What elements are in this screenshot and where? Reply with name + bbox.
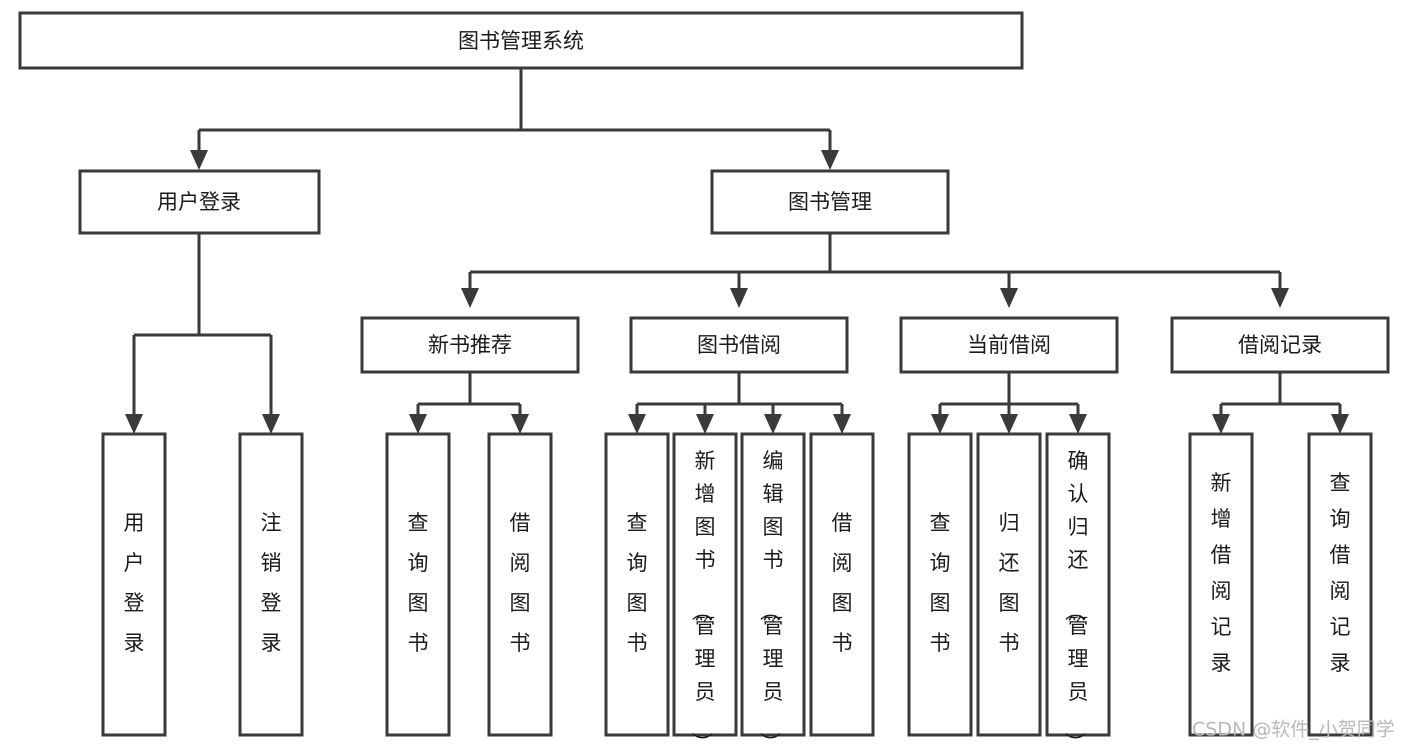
node-book-management[interactable]: 图书管理 (710, 169, 950, 235)
leaf-logout[interactable]: 注销登录 (238, 432, 304, 737)
leaf-add-book-admin-label: 新增图书（管理员） (690, 449, 716, 747)
node-book-management-label: 图书管理 (788, 190, 872, 214)
node-borrow-record-box[interactable] (1170, 316, 1390, 374)
node-root-system[interactable]: 图书管理系统 (18, 11, 1024, 70)
leaf-query-book-newbook-box[interactable] (385, 432, 451, 737)
node-root-system-box[interactable] (18, 11, 1024, 70)
node-borrow-record-label: 借阅记录 (1238, 333, 1322, 357)
arrow-to-add-record-br (1212, 414, 1230, 434)
leaf-borrow-book-newbook-box[interactable] (487, 432, 553, 737)
leaf-query-borrow-record-box[interactable] (1307, 432, 1373, 737)
leaf-return-book[interactable]: 归还图书 (976, 432, 1042, 737)
leaf-query-borrow-record[interactable]: 查询借阅记录 (1307, 432, 1373, 737)
csdn-watermark: CSDN @软件_小贺同学 (1192, 719, 1395, 741)
leaf-query-book-newbook[interactable]: 查询图书 (385, 432, 451, 737)
node-current-borrow-box[interactable] (899, 316, 1119, 374)
leaf-confirm-return-admin-box[interactable] (1045, 432, 1111, 737)
node-book-management-box[interactable] (710, 169, 950, 235)
leaf-logout-box[interactable] (238, 432, 304, 737)
leaf-query-borrow-record-label: 查询借阅记录 (1330, 471, 1351, 675)
arrow-to-query-book-cb (931, 414, 949, 434)
connector-group-borrow (628, 372, 851, 434)
leaf-confirm-return-admin-label: 确认归还（管理员） (1063, 449, 1089, 747)
leaf-borrow-book-borrow-label: 借阅图书 (832, 511, 853, 655)
leaf-edit-book-admin[interactable]: 编辑图书（管理员） (740, 432, 806, 747)
leaf-user-login[interactable]: 用户登录 (101, 432, 167, 737)
leaf-user-login-box[interactable] (101, 432, 167, 737)
leaf-add-borrow-record[interactable]: 新增借阅记录 (1188, 432, 1254, 737)
node-current-borrow-label: 当前借阅 (967, 333, 1051, 357)
arrow-to-logout-leaf (262, 414, 280, 434)
node-user-login-label: 用户登录 (157, 190, 241, 214)
connector-group-root (190, 68, 839, 170)
arrow-to-add-book-bb (696, 414, 714, 434)
leaf-borrow-book-borrow-box[interactable] (809, 432, 875, 737)
connector-group-user-login (125, 233, 280, 434)
node-user-login-box[interactable] (78, 169, 321, 235)
leaf-add-book-admin-box[interactable] (672, 432, 738, 737)
leaf-query-book-newbook-label: 查询图书 (408, 511, 429, 655)
leaf-edit-book-admin-label: 编辑图书（管理员） (758, 449, 784, 747)
node-borrow-record[interactable]: 借阅记录 (1170, 316, 1390, 374)
arrow-to-newbook (461, 288, 479, 308)
node-current-borrow[interactable]: 当前借阅 (899, 316, 1119, 374)
arrow-to-edit-book-bb (764, 414, 782, 434)
node-book-borrow-label: 图书借阅 (697, 333, 781, 357)
leaf-query-book-current-box[interactable] (907, 432, 973, 737)
leaf-edit-book-admin-box[interactable] (740, 432, 806, 737)
node-new-book-recommend-box[interactable] (360, 316, 580, 374)
connector-group-book-manage (461, 233, 1289, 308)
arrow-to-book-manage (821, 150, 839, 170)
arrow-to-borrow-book-nb (511, 414, 529, 434)
leaf-query-book-borrow[interactable]: 查询图书 (604, 432, 670, 737)
connector-group-current (931, 372, 1087, 434)
leaf-add-book-admin[interactable]: 新增图书（管理员） (672, 432, 738, 747)
node-book-borrow-box[interactable] (629, 316, 849, 374)
arrow-to-record (1271, 288, 1289, 308)
arrow-to-user-login-leaf (125, 414, 143, 434)
leaf-query-book-current[interactable]: 查询图书 (907, 432, 973, 737)
leaf-borrow-book-borrow[interactable]: 借阅图书 (809, 432, 875, 737)
node-new-book-recommend-label: 新书推荐 (428, 333, 512, 357)
leaf-logout-label: 注销登录 (261, 511, 282, 655)
leaf-query-book-current-label: 查询图书 (930, 511, 951, 655)
arrow-to-return-book-cb (1000, 414, 1018, 434)
node-book-borrow[interactable]: 图书借阅 (629, 316, 849, 374)
leaf-query-book-borrow-box[interactable] (604, 432, 670, 737)
node-user-login[interactable]: 用户登录 (78, 169, 321, 235)
connector-group-newbook (409, 372, 529, 434)
leaf-return-book-label: 归还图书 (999, 511, 1020, 655)
leaf-confirm-return-admin[interactable]: 确认归还（管理员） (1045, 432, 1111, 747)
leaf-query-book-borrow-label: 查询图书 (627, 511, 648, 655)
arrow-to-current (1000, 288, 1018, 308)
arrow-to-borrow (730, 288, 748, 308)
leaf-user-login-label: 用户登录 (124, 511, 145, 655)
arrow-to-query-book-bb (628, 414, 646, 434)
arrow-to-query-book-nb (409, 414, 427, 434)
node-root-system-label: 图书管理系统 (458, 29, 584, 53)
arrow-to-query-record-br (1331, 414, 1349, 434)
arrow-to-confirm-return-cb (1069, 414, 1087, 434)
leaf-borrow-book-newbook-label: 借阅图书 (510, 511, 531, 655)
leaf-add-borrow-record-label: 新增借阅记录 (1211, 471, 1232, 675)
leaf-return-book-box[interactable] (976, 432, 1042, 737)
leaf-add-borrow-record-box[interactable] (1188, 432, 1254, 737)
arrow-to-user-login (190, 150, 208, 170)
connector-group-record (1212, 372, 1349, 434)
leaf-borrow-book-newbook[interactable]: 借阅图书 (487, 432, 553, 737)
arrow-to-borrow-book-bb (833, 414, 851, 434)
node-new-book-recommend[interactable]: 新书推荐 (360, 316, 580, 374)
